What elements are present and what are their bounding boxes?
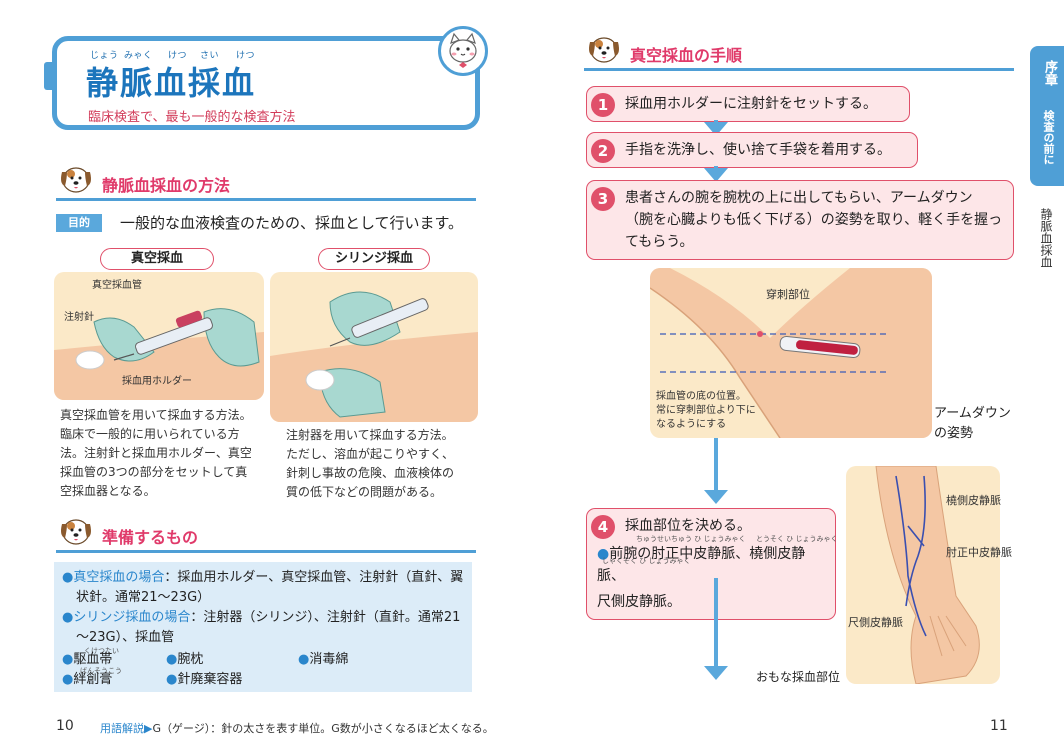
ruby-kuketsutai: くけつたい bbox=[84, 647, 119, 655]
callout-vacuum-tube: 真空採血管 bbox=[92, 280, 142, 291]
veins-illustration bbox=[846, 466, 1000, 684]
step-3: 3 患者さんの腕を腕枕の上に出してもらい、アームダウン （腕を心臓よりも低く下げ… bbox=[586, 180, 1014, 260]
prep-syringe-line-2: ～23G）、採血管 bbox=[76, 630, 175, 645]
chapter-side-tab: 序章 検査の前に bbox=[1030, 46, 1064, 186]
procedure-heading: 真空採血の手順 bbox=[630, 46, 743, 65]
flow-arrow-line bbox=[714, 438, 718, 494]
dog-mascot-icon bbox=[61, 519, 91, 545]
callout-median-cubital-vein: 肘正中皮静脈 bbox=[946, 546, 1012, 559]
title-ruby: じょう みゃく けつ さい けつ bbox=[90, 51, 256, 61]
prep-vacuum-line-2: 状針。通常21～23G） bbox=[76, 590, 211, 605]
vacuum-label: 真空採血 bbox=[100, 248, 214, 270]
prep-section-heading: 準備するもの bbox=[56, 519, 476, 554]
prep-item-tourniquet: ●駆血帯 bbox=[62, 652, 113, 667]
step-1: 1 採血用ホルダーに注射針をセットする。 bbox=[586, 86, 910, 122]
heading-rule bbox=[56, 550, 476, 553]
purpose-text: 一般的な血液検査のための、採血として行います。 bbox=[120, 214, 464, 232]
page-number-left: 10 bbox=[56, 718, 74, 734]
callout-holder: 採血用ホルダー bbox=[122, 376, 192, 387]
procedure-section-heading: 真空採血の手順 bbox=[584, 37, 1014, 72]
step-number: 2 bbox=[591, 139, 615, 163]
prep-syringe-line: ●シリンジ採血の場合：注射器（シリンジ）、注射針（直針。通常21 bbox=[62, 610, 461, 625]
page-number-right: 11 bbox=[990, 718, 1008, 734]
step-number: 4 bbox=[591, 515, 615, 539]
prep-box: ●真空採血の場合：採血用ホルダー、真空採血管、注射針（直針、翼 状針。通常21～… bbox=[54, 562, 472, 692]
arrow-down-icon bbox=[704, 168, 728, 182]
veins-caption: おもな採血部位 bbox=[756, 670, 841, 684]
heading-rule bbox=[584, 68, 1014, 71]
prep-item-sharps-container: ●針廃棄容器 bbox=[166, 672, 243, 687]
dog-mascot-icon bbox=[61, 167, 91, 193]
callout-tube-bottom: 採血管の底の位置。 常に穿刺部位より下に なるようにする bbox=[656, 391, 756, 430]
step-number: 1 bbox=[591, 93, 615, 117]
method-section-heading: 静脈血採血の方法 bbox=[56, 167, 476, 202]
vacuum-description: 真空採血管を用いて採血する方法。 臨床で一般的に用いられている方 法。注射針と採… bbox=[60, 408, 252, 498]
prep-vacuum-line: ●真空採血の場合：採血用ホルダー、真空採血管、注射針（直針、翼 bbox=[62, 570, 464, 585]
prep-heading: 準備するもの bbox=[102, 528, 199, 547]
footnote: 用語解説▶G（ゲージ）：針の太さを表す単位。G数が小さくなるほど太くなる。 bbox=[100, 722, 494, 735]
dog-mascot-icon bbox=[589, 37, 619, 63]
syringe-description: 注射器を用いて採血する方法。 ただし、溶血が起こりやすく、 針刺し事故の危険、血… bbox=[286, 428, 455, 499]
ruby-chuseichu: ちゅうせいちゅう ひ じょうみゃく bbox=[636, 535, 746, 543]
callout-cephalic-vein: 橈側皮静脈 bbox=[946, 494, 1001, 507]
arrow-down-icon bbox=[704, 666, 728, 680]
section-side-label: 静脈血採血 bbox=[1039, 208, 1053, 268]
ruby-shakusoku: しゃくそく ひ じょうみゃく bbox=[602, 557, 691, 565]
cat-mascot-icon bbox=[438, 26, 488, 76]
prep-item-alcohol-swab: ●消毒綿 bbox=[298, 652, 349, 667]
prep-item-bandage: ●絆創膏 bbox=[62, 672, 113, 687]
arm-down-illustration bbox=[650, 268, 932, 438]
step-4: 4 採血部位を決める。 ●前腕の肘正中皮静脈、橈側皮静脈、 尺側皮静脈。 bbox=[586, 508, 836, 620]
page-subtitle: 臨床検査で、最も一般的な検査方法 bbox=[88, 110, 296, 125]
syringe-illustration bbox=[270, 272, 478, 422]
callout-puncture-site: 穿刺部位 bbox=[766, 288, 810, 301]
callout-basilic-vein: 尺側皮静脈 bbox=[848, 616, 903, 629]
step-number: 3 bbox=[591, 187, 615, 211]
vacuum-illustration bbox=[54, 272, 264, 400]
ruby-tousoku: とうそく ひ じょうみゃく bbox=[756, 535, 838, 543]
heading-rule bbox=[56, 198, 476, 201]
callout-needle: 注射針 bbox=[64, 312, 94, 323]
page-title: 静脈血採血 bbox=[86, 64, 257, 102]
prep-item-armrest: ●腕枕 bbox=[166, 652, 204, 667]
step-4-detail-2: 尺側皮静脈。 bbox=[597, 594, 681, 610]
flow-arrow-line bbox=[714, 578, 718, 668]
step-2: 2 手指を洗浄し、使い捨て手袋を着用する。 bbox=[586, 132, 918, 168]
ruby-bansoukou: ばんそうこう bbox=[80, 667, 122, 675]
arrow-down-icon bbox=[704, 490, 728, 504]
purpose-badge: 目的 bbox=[56, 214, 102, 232]
step-4-detail: ●前腕の肘正中皮静脈、橈側皮静脈、 bbox=[597, 546, 806, 584]
title-box bbox=[52, 36, 480, 130]
syringe-label: シリンジ採血 bbox=[318, 248, 430, 270]
arm-down-caption: アームダウン の姿勢 bbox=[934, 406, 1011, 441]
method-heading: 静脈血採血の方法 bbox=[102, 176, 231, 195]
